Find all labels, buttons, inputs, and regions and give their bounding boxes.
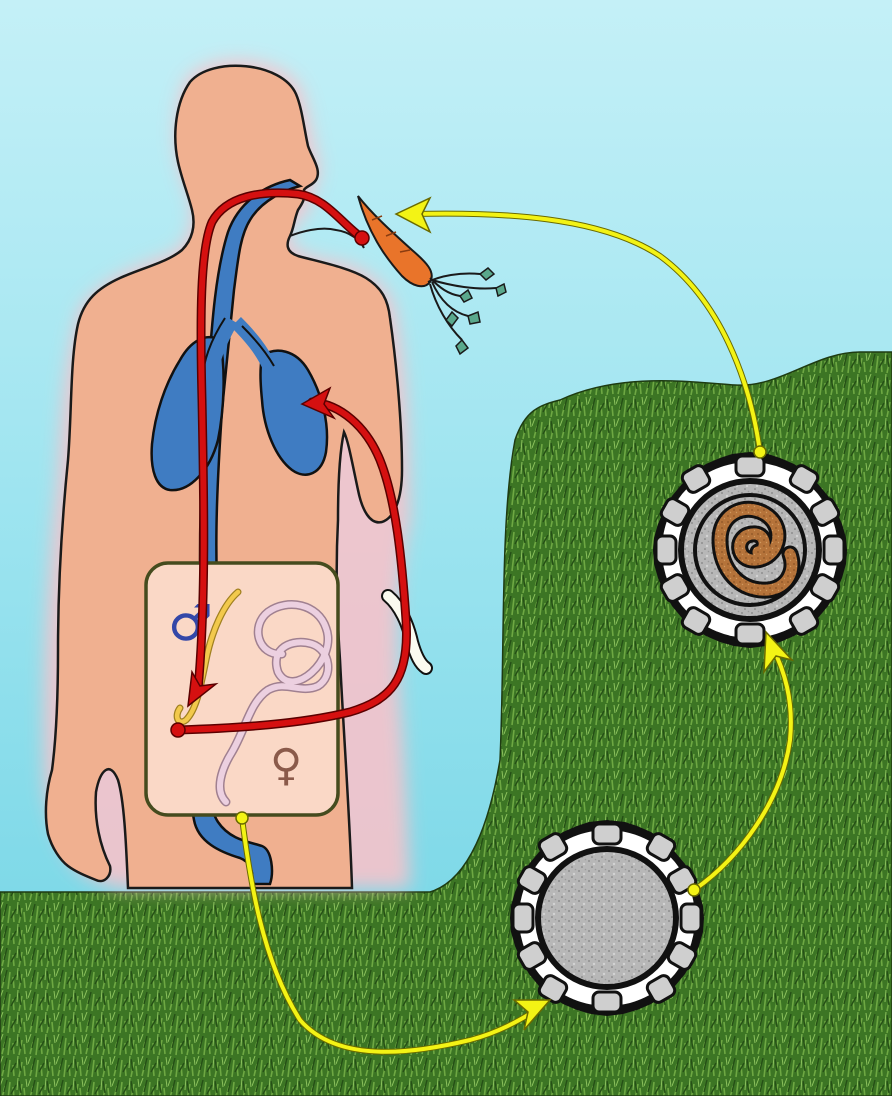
larva-egg-icon bbox=[653, 452, 847, 648]
female-symbol: ♀ bbox=[270, 740, 302, 791]
egg-icon bbox=[510, 820, 704, 1016]
cycle-egg-dot bbox=[688, 884, 700, 896]
migration-mouth-dot bbox=[355, 231, 369, 245]
migration-start-dot bbox=[171, 723, 185, 737]
cycle-start-dot bbox=[236, 812, 248, 824]
cycle-larva-dot bbox=[754, 446, 766, 458]
